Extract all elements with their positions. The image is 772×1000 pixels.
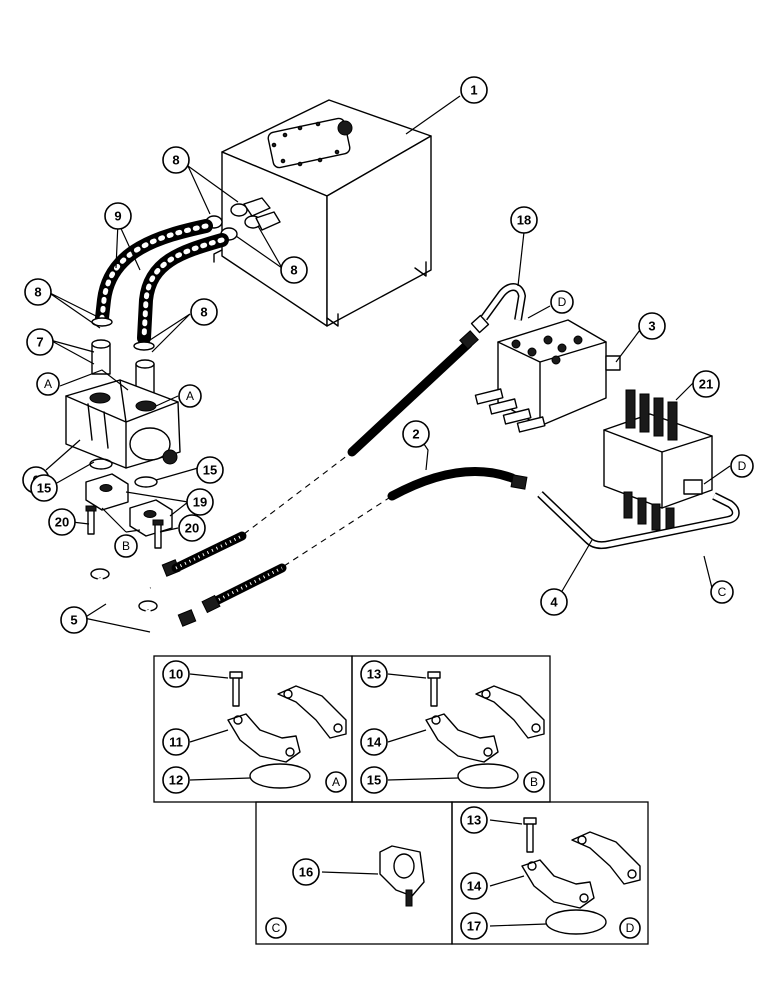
svg-text:1: 1 bbox=[470, 83, 477, 98]
pump-o-ring-lower bbox=[134, 476, 158, 488]
panel-b-parts bbox=[387, 671, 545, 789]
pump-o-ring-upper bbox=[89, 458, 113, 470]
pump-outlet-tubes bbox=[90, 559, 197, 640]
panel-a-callout-flange: 11 bbox=[162, 728, 190, 756]
svg-text:12: 12 bbox=[169, 773, 183, 788]
auxiliary-control-valve bbox=[603, 389, 713, 535]
svg-text:8: 8 bbox=[200, 305, 207, 320]
svg-text:A: A bbox=[44, 377, 52, 391]
svg-text:2: 2 bbox=[412, 427, 419, 442]
callout-20-left: 20 bbox=[48, 508, 76, 536]
callout-9: 9 bbox=[104, 202, 132, 230]
panel-c-callout-clamp: 16 bbox=[292, 858, 320, 886]
callout-3: 3 bbox=[638, 312, 666, 340]
svg-text:10: 10 bbox=[169, 667, 183, 682]
letter-d-lower: D bbox=[730, 454, 754, 478]
panel-b-callout-oring: 15 bbox=[360, 766, 388, 794]
suction-hoses bbox=[91, 219, 229, 351]
svg-text:14: 14 bbox=[467, 879, 482, 894]
callout-8-right: 8 bbox=[280, 256, 308, 284]
svg-text:18: 18 bbox=[517, 213, 531, 228]
svg-text:15: 15 bbox=[203, 463, 217, 478]
callout-5: 5 bbox=[60, 606, 88, 634]
letter-c: C bbox=[710, 580, 734, 604]
svg-text:13: 13 bbox=[467, 813, 481, 828]
panel-c-parts bbox=[321, 845, 425, 907]
callout-4: 4 bbox=[540, 588, 568, 616]
panel-a-callout-bolt: 10 bbox=[162, 660, 190, 688]
callout-8-top: 8 bbox=[162, 146, 190, 174]
svg-text:7: 7 bbox=[36, 335, 43, 350]
callout-7: 7 bbox=[26, 328, 54, 356]
callout-8-mid: 8 bbox=[190, 298, 218, 326]
svg-text:20: 20 bbox=[55, 515, 69, 530]
svg-text:9: 9 bbox=[114, 209, 121, 224]
letter-a-right: A bbox=[178, 384, 202, 408]
svg-text:8: 8 bbox=[34, 285, 41, 300]
callout-2: 2 bbox=[402, 420, 430, 448]
svg-text:8: 8 bbox=[172, 153, 179, 168]
svg-text:D: D bbox=[558, 295, 567, 309]
svg-text:A: A bbox=[186, 389, 194, 403]
control-valve bbox=[474, 319, 621, 433]
svg-text:D: D bbox=[626, 921, 635, 935]
letter-b-left: B bbox=[114, 534, 138, 558]
panel-b-callout-flange: 14 bbox=[360, 728, 388, 756]
panel-a-callout-oring: 12 bbox=[162, 766, 190, 794]
callout-18: 18 bbox=[510, 206, 538, 234]
svg-text:17: 17 bbox=[467, 919, 481, 934]
return-tube bbox=[537, 491, 740, 550]
svg-text:14: 14 bbox=[367, 735, 382, 750]
suction-tube-elbows bbox=[91, 339, 155, 397]
panel-d-callout-bolt: 13 bbox=[460, 806, 488, 834]
callout-15-pump-right: 15 bbox=[196, 456, 224, 484]
hydraulic-reservoir bbox=[213, 99, 432, 327]
svg-text:13: 13 bbox=[367, 667, 381, 682]
svg-text:4: 4 bbox=[550, 595, 558, 610]
reservoir-hose-fittings bbox=[205, 197, 281, 241]
callout-20-right: 20 bbox=[178, 514, 206, 542]
svg-text:C: C bbox=[718, 585, 727, 599]
pressure-hoses bbox=[171, 314, 528, 614]
svg-text:21: 21 bbox=[699, 377, 713, 392]
svg-text:8: 8 bbox=[290, 263, 297, 278]
panel-a-letter: A bbox=[325, 771, 347, 793]
callout-1: 1 bbox=[460, 76, 488, 104]
svg-text:C: C bbox=[272, 921, 281, 935]
letter-a-left: A bbox=[36, 372, 60, 396]
callout-19: 19 bbox=[186, 488, 214, 516]
callout-15-pump-left: 15 bbox=[30, 474, 58, 502]
panel-d-parts bbox=[489, 817, 641, 935]
panel-b-callout-bolt: 13 bbox=[360, 660, 388, 688]
svg-text:20: 20 bbox=[185, 521, 199, 536]
svg-text:5: 5 bbox=[70, 613, 77, 628]
svg-text:3: 3 bbox=[648, 319, 655, 334]
hydraulic-pump bbox=[65, 379, 181, 469]
svg-text:11: 11 bbox=[169, 735, 183, 750]
valve-supply-tube bbox=[480, 283, 527, 321]
letter-d-upper: D bbox=[550, 290, 574, 314]
detail-panel-d bbox=[451, 801, 649, 945]
panel-c-letter: C bbox=[265, 917, 287, 939]
svg-text:B: B bbox=[530, 775, 538, 789]
panel-a-parts bbox=[189, 671, 347, 789]
svg-text:16: 16 bbox=[299, 865, 313, 880]
svg-text:19: 19 bbox=[193, 495, 207, 510]
panel-d-callout-oring: 17 bbox=[460, 912, 488, 940]
panel-b-letter: B bbox=[523, 771, 545, 793]
svg-text:D: D bbox=[738, 459, 747, 473]
svg-text:15: 15 bbox=[367, 773, 381, 788]
svg-text:A: A bbox=[332, 775, 340, 789]
panel-d-callout-flange: 14 bbox=[460, 872, 488, 900]
svg-text:15: 15 bbox=[37, 481, 51, 496]
mounting-bolts bbox=[85, 505, 164, 549]
svg-text:B: B bbox=[122, 539, 130, 553]
callout-21: 21 bbox=[692, 370, 720, 398]
panel-d-letter: D bbox=[619, 917, 641, 939]
callout-8-left: 8 bbox=[24, 278, 52, 306]
leader-lines bbox=[45, 95, 731, 633]
